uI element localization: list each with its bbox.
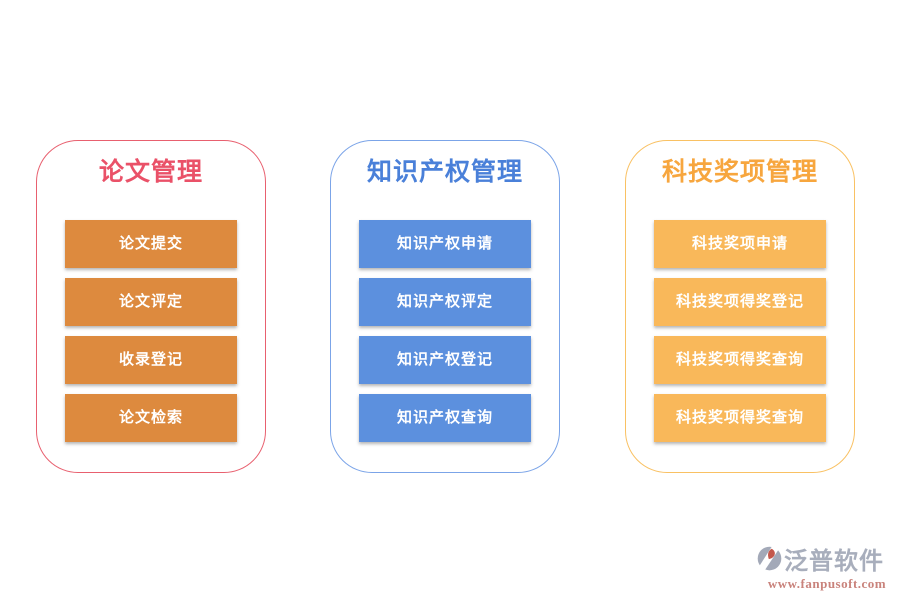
panel-tech-award-management: 科技奖项管理 科技奖项申请 科技奖项得奖登记 科技奖项得奖查询 科技奖项得奖查询 [625, 140, 855, 473]
button-stack-ip: 知识产权申请 知识产权评定 知识产权登记 知识产权查询 [331, 220, 559, 442]
paper-evaluation-button[interactable]: 论文评定 [65, 278, 237, 326]
fanpu-logo-row: 泛普软件 [756, 541, 898, 576]
award-winning-query-button[interactable]: 科技奖项得奖查询 [654, 336, 826, 384]
panel-title-tech-award: 科技奖项管理 [661, 158, 818, 186]
ip-query-button[interactable]: 知识产权查询 [359, 394, 531, 442]
panel-intellectual-property-management: 知识产权管理 知识产权申请 知识产权评定 知识产权登记 知识产权查询 [330, 140, 560, 473]
panel-paper-management: 论文管理 论文提交 论文评定 收录登记 论文检索 [36, 140, 266, 473]
button-stack-paper: 论文提交 论文评定 收录登记 论文检索 [37, 220, 265, 442]
fanpu-logo-icon [756, 545, 783, 572]
ip-evaluation-button[interactable]: 知识产权评定 [359, 278, 531, 326]
award-winning-registration-button[interactable]: 科技奖项得奖登记 [654, 278, 826, 326]
fanpu-watermark: 泛普软件 www.fanpusoft.com [756, 541, 898, 592]
paper-submit-button[interactable]: 论文提交 [65, 220, 237, 268]
panel-title-paper-management: 论文管理 [98, 158, 203, 186]
ip-registration-button[interactable]: 知识产权登记 [359, 336, 531, 384]
fanpu-logo-text: 泛普软件 [784, 548, 884, 575]
ip-application-button[interactable]: 知识产权申请 [359, 220, 531, 268]
fanpu-website-url: www.fanpusoft.com [767, 576, 887, 591]
paper-search-button[interactable]: 论文检索 [65, 394, 237, 442]
award-application-button[interactable]: 科技奖项申请 [654, 220, 826, 268]
award-winning-query-button-2[interactable]: 科技奖项得奖查询 [654, 394, 826, 442]
inclusion-registration-button[interactable]: 收录登记 [65, 336, 237, 384]
panel-title-intellectual-property: 知识产权管理 [366, 158, 523, 186]
button-stack-award: 科技奖项申请 科技奖项得奖登记 科技奖项得奖查询 科技奖项得奖查询 [626, 220, 854, 442]
